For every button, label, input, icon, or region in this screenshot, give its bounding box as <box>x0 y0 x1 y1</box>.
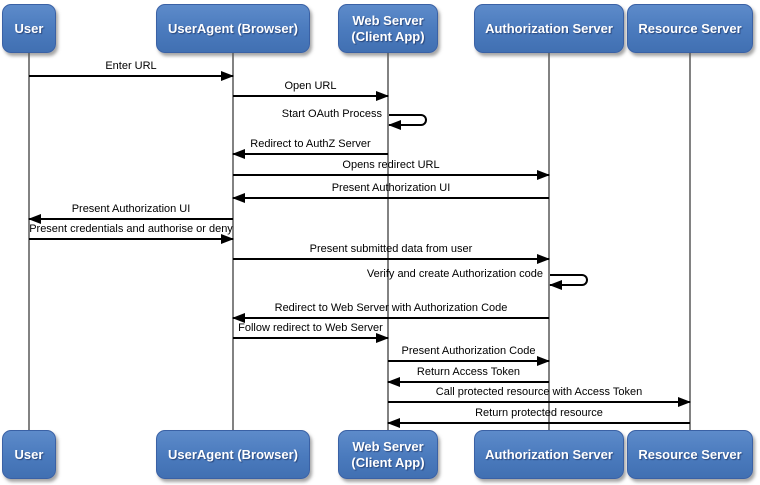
message-line <box>232 149 388 159</box>
arrowhead-left-icon <box>28 214 41 224</box>
arrowhead-left-icon <box>387 377 400 387</box>
message-line <box>29 71 234 81</box>
actor-bottom-resourceserver: Resource Server <box>627 430 753 479</box>
arrowhead-right-icon <box>537 356 550 366</box>
message-label: Follow redirect to Web Server <box>238 322 383 334</box>
actor-top-webserver: Web Server (Client App) <box>338 4 438 53</box>
selfloop-shape <box>550 274 588 286</box>
actor-top-useragent: UserAgent (Browser) <box>156 4 310 53</box>
arrowhead-left-icon <box>387 418 400 428</box>
message-label: Present Authorization UI <box>71 203 191 215</box>
message-line <box>233 91 389 101</box>
actor-top-authserver: Authorization Server <box>474 4 624 53</box>
message-line <box>29 234 234 244</box>
message-label: Return Access Token <box>416 366 521 378</box>
actor-top-resourceserver: Resource Server <box>627 4 753 53</box>
selfloop-start-oauth-process: Start OAuth Process <box>282 108 427 130</box>
message-label: Start OAuth Process <box>281 108 382 120</box>
message-line <box>233 254 550 264</box>
message-line <box>233 333 389 343</box>
arrowhead-left-icon <box>232 193 245 203</box>
message-label: Verify and create Authorization code <box>366 268 543 280</box>
message-line <box>232 193 549 203</box>
lifeline-user <box>28 53 30 430</box>
arrowhead-right-icon <box>376 333 389 343</box>
arrowhead-right-icon <box>376 91 389 101</box>
message-label: Present credentials and authorise or den… <box>29 223 233 235</box>
arrowhead-left-icon <box>232 313 245 323</box>
message-label: Enter URL <box>105 60 157 72</box>
message-line <box>233 170 550 180</box>
arrowhead-right-icon <box>221 234 234 244</box>
lifeline-authserver <box>548 53 550 430</box>
arrowhead-right-icon <box>221 71 234 81</box>
arrowhead-right-icon <box>537 170 550 180</box>
message-label: Present submitted data from user <box>309 243 473 255</box>
actor-bottom-webserver: Web Server (Client App) <box>338 430 438 479</box>
actor-top-user: User <box>2 4 56 53</box>
arrowhead-left-icon <box>549 280 562 290</box>
lifeline-resourceserver <box>689 53 691 430</box>
selfloop-shape <box>389 114 427 126</box>
message-line <box>388 397 691 407</box>
arrowhead-right-icon <box>678 397 691 407</box>
message-label: Present Authorization Code <box>401 345 536 357</box>
arrowhead-right-icon <box>537 254 550 264</box>
arrowhead-left-icon <box>232 149 245 159</box>
message-line <box>387 377 549 387</box>
message-line <box>388 356 550 366</box>
message-label: Redirect to AuthZ Server <box>250 138 371 150</box>
actor-bottom-useragent: UserAgent (Browser) <box>156 430 310 479</box>
message-line <box>232 313 549 323</box>
message-label: Present Authorization UI <box>331 182 451 194</box>
message-line <box>28 214 233 224</box>
message-label: Open URL <box>284 80 337 92</box>
actor-bottom-user: User <box>2 430 56 479</box>
lifeline-webserver <box>387 53 389 430</box>
message-label: Call protected resource with Access Toke… <box>435 386 643 398</box>
actor-bottom-authserver: Authorization Server <box>474 430 624 479</box>
message-label: Opens redirect URL <box>342 159 440 171</box>
message-label: Return protected resource <box>475 407 603 419</box>
message-label: Redirect to Web Server with Authorizatio… <box>274 302 508 314</box>
selfloop-verify-create-authorization-code: Verify and create Authorization code <box>367 268 588 290</box>
message-line <box>387 418 690 428</box>
arrowhead-left-icon <box>388 120 401 130</box>
